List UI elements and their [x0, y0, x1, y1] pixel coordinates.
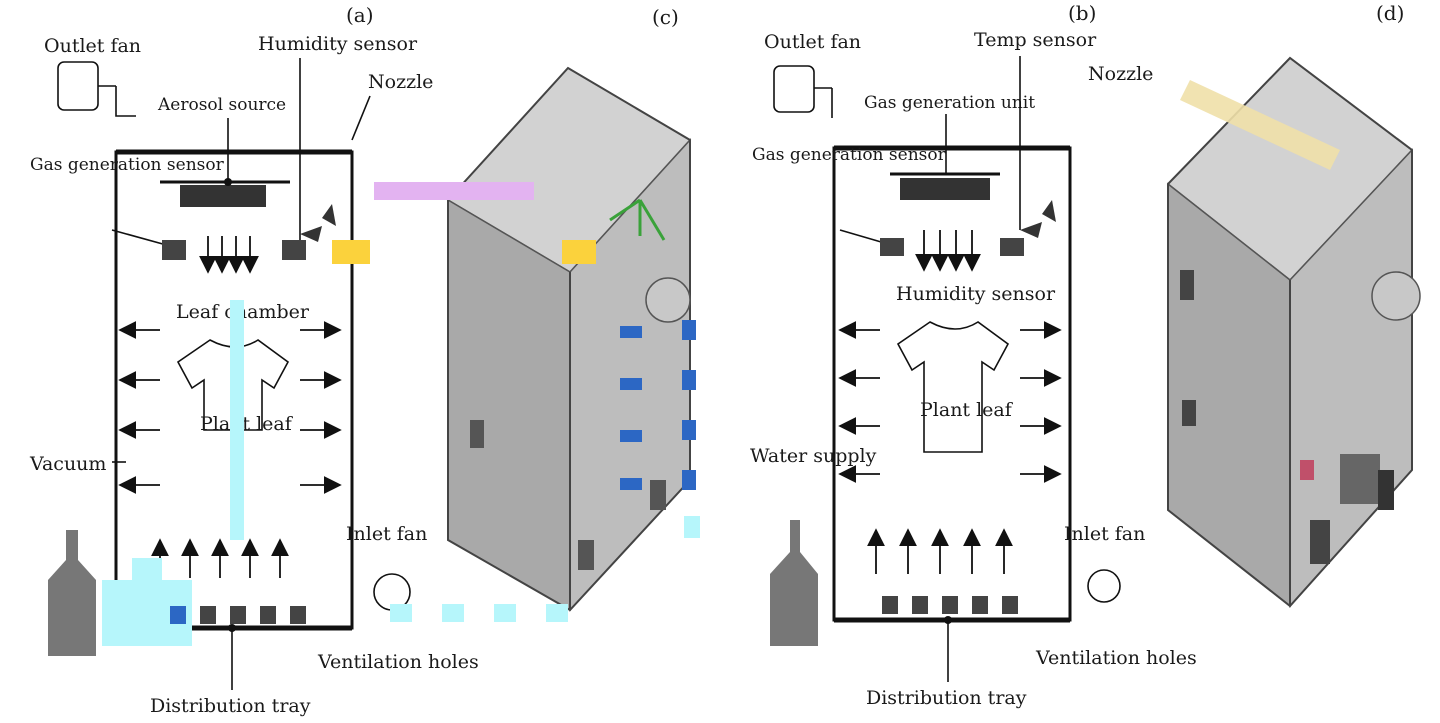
panel-b: Outlet fan Temp sensor Nozzle Gas genera…	[750, 1, 1197, 709]
bottle-icon-a	[48, 530, 96, 656]
water-tank-a	[102, 558, 192, 646]
fan-icon-b	[1020, 200, 1056, 238]
label-plant-a: Plant leaf	[200, 413, 294, 435]
label-tray-b: Distribution tray	[866, 687, 1027, 709]
outlet-fan-icon-b	[773, 65, 815, 113]
panel-c-3d-box: (c)	[336, 5, 700, 622]
label-ventilation-a: Ventilation holes	[317, 651, 479, 673]
label-source-a: Aerosol source	[157, 95, 286, 115]
panel-d-3d-box: (d)	[1166, 1, 1421, 608]
label-humidity-a: Humidity sensor	[258, 33, 418, 55]
label-inlet-b: Inlet fan	[1064, 523, 1145, 545]
label-plant-b: Plant leaf	[920, 399, 1014, 421]
plant-leaf-b	[896, 321, 1010, 453]
marker-a: (a)	[346, 3, 374, 27]
heater-bar-a	[180, 185, 266, 207]
label-source-b: Gas generation unit	[864, 93, 1035, 113]
panel-a: Outlet fan Humidity sensor Nozzle Aeroso…	[29, 3, 479, 717]
tray-a	[170, 606, 306, 624]
marker-b: (b)	[1068, 1, 1096, 25]
label-vacuum-a: Vacuum	[29, 453, 106, 475]
label-water-b: Water supply	[750, 445, 877, 467]
label-ventilation-b: Ventilation holes	[1035, 647, 1197, 669]
down-arrows-a	[199, 236, 259, 274]
side-arrows-a	[118, 321, 342, 494]
label-gas-a: Gas generation sensor	[30, 155, 225, 175]
up-arrows-b	[867, 528, 1013, 574]
label-temp-b: Temp sensor	[974, 29, 1097, 51]
label-nozzle-a: Nozzle	[368, 71, 433, 93]
fan-icon-a	[300, 204, 336, 242]
plant-leaf-a	[176, 339, 290, 431]
heater-bar-b	[900, 178, 990, 200]
label-inlet-a: Inlet fan	[346, 523, 427, 545]
side-arrows-b	[838, 321, 1062, 483]
marker-c: (c)	[652, 5, 679, 29]
inlet-fan-icon-b	[1087, 569, 1121, 603]
label-gas-b: Gas generation sensor	[752, 145, 947, 165]
tray-b	[882, 596, 1018, 614]
label-outlet-fan-a: Outlet fan	[44, 35, 141, 57]
outlet-fan-icon	[57, 61, 99, 111]
up-arrows-a	[151, 538, 289, 578]
label-tray-a: Distribution tray	[150, 695, 311, 717]
label-nozzle-b: Nozzle	[1088, 63, 1153, 85]
marker-d: (d)	[1376, 1, 1404, 25]
label-outlet-fan-b: Outlet fan	[764, 31, 861, 53]
chamber-box-b	[832, 146, 1072, 622]
down-arrows-b	[915, 230, 981, 272]
bottle-icon-b	[770, 520, 818, 646]
label-humidity-b: Humidity sensor	[896, 283, 1056, 305]
